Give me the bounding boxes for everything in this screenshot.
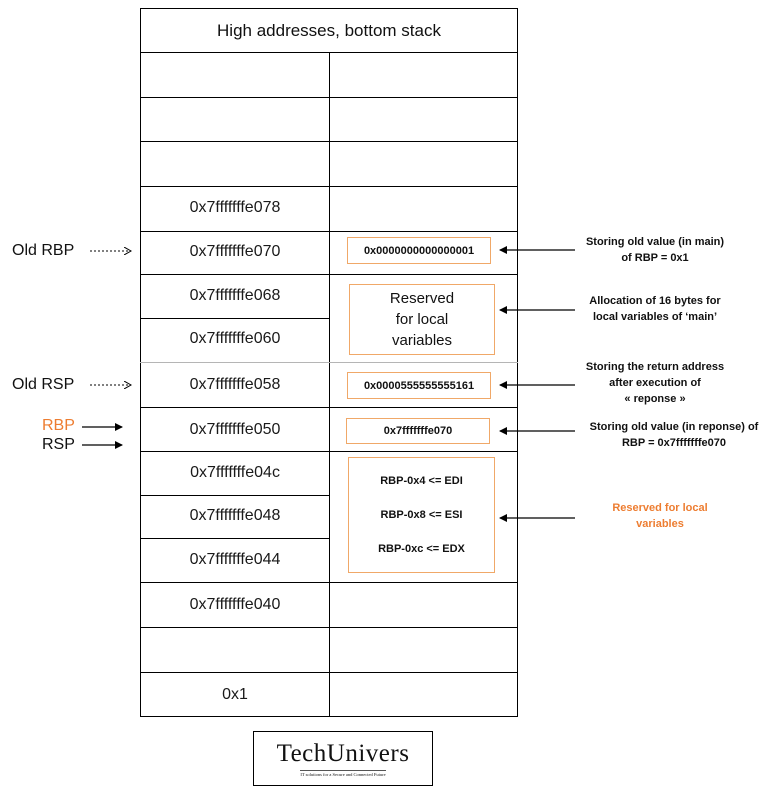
row-separator xyxy=(140,362,518,363)
column-divider xyxy=(329,52,330,717)
rsp-label: RSP xyxy=(42,436,75,453)
address-cell: 0x7fffffffe04c xyxy=(190,464,280,481)
annotation-reserved-locals: Reserved for local variables xyxy=(612,502,708,530)
address-cell: 0x7fffffffe048 xyxy=(189,507,281,524)
reserved-main-box: Reserved for local variables xyxy=(349,284,495,355)
address-cell: 0x7fffffffe070 xyxy=(189,243,281,260)
address-cell: 0x1 xyxy=(222,686,248,703)
annotation-allocation: Allocation of 16 bytes for local variabl… xyxy=(589,295,721,323)
address-cell: 0x7fffffffe040 xyxy=(189,596,281,613)
old-rbp-value-box: 0x0000000000000001 xyxy=(347,237,491,264)
logo-tagline: IT solutions for a Secure and Connected … xyxy=(300,769,386,777)
old-rbp-label: Old RBP xyxy=(12,242,75,259)
row-separator xyxy=(140,627,518,628)
params-box: RBP-0x4 <= EDI RBP-0x8 <= ESI RBP-0xc <=… xyxy=(348,457,495,573)
rbp-label: RBP xyxy=(42,417,75,434)
reserved-main-line: variables xyxy=(391,332,453,349)
edi-line: RBP-0x4 <= EDI xyxy=(380,475,463,487)
old-rsp-label: Old RSP xyxy=(12,376,75,393)
address-cell: 0x7fffffffe060 xyxy=(189,330,281,347)
row-separator xyxy=(140,141,518,142)
reserved-main-line: for local xyxy=(395,311,449,328)
return-address-box: 0x0000555555555161 xyxy=(347,372,491,399)
address-cell: 0x7fffffffe078 xyxy=(189,199,281,216)
row-separator xyxy=(140,231,518,232)
row-separator xyxy=(140,97,518,98)
logo-name: TechUnivers xyxy=(276,739,410,767)
address-cell: 0x7fffffffe068 xyxy=(189,287,281,304)
row-separator xyxy=(140,186,518,187)
row-separator xyxy=(140,318,329,319)
row-separator xyxy=(140,451,518,452)
address-cell: 0x7fffffffe058 xyxy=(189,376,281,393)
esi-line: RBP-0x8 <= ESI xyxy=(380,509,463,521)
annotation-return-address: Storing the return address after executi… xyxy=(585,361,725,405)
annotation-old-rbp-reponse: Storing old value (in reponse) of RBP = … xyxy=(589,421,759,449)
row-separator xyxy=(140,495,329,496)
techunivers-logo: TechUnivers IT solutions for a Secure an… xyxy=(253,731,433,786)
edx-line: RBP-0xc <= EDX xyxy=(378,543,465,555)
row-separator xyxy=(140,672,518,673)
address-cell: 0x7fffffffe044 xyxy=(189,551,281,568)
annotation-old-rbp-main: Storing old value (in main) of RBP = 0x1 xyxy=(585,236,725,264)
old-rbp-reponse-box: 0x7fffffffe070 xyxy=(346,418,490,444)
row-separator xyxy=(140,582,518,583)
row-separator xyxy=(140,407,518,408)
row-separator xyxy=(140,274,518,275)
row-separator xyxy=(140,538,329,539)
reserved-main-line: Reserved xyxy=(389,290,455,307)
address-cell: 0x7fffffffe050 xyxy=(189,421,281,438)
